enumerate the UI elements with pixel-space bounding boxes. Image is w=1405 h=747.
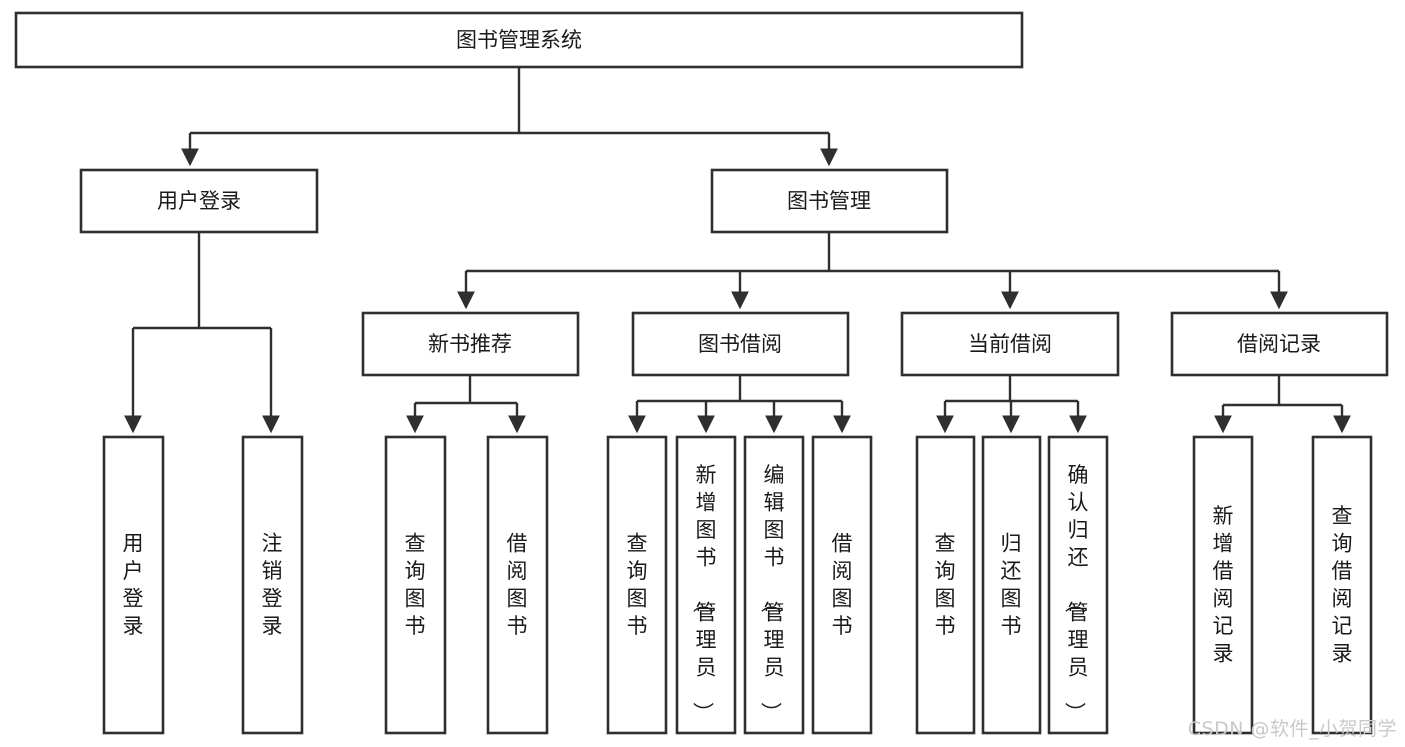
node-root-box[interactable]: [14, 11, 1024, 69]
node-current-borrow[interactable]: 当前借阅: [900, 311, 1120, 377]
leaf-user-login-1-label: 用户登录: [123, 532, 144, 639]
leaf-borrow-1-box[interactable]: [606, 435, 668, 735]
leaf-user-login-2-box[interactable]: [241, 435, 304, 735]
node-root-label: 图书管理系统: [456, 28, 582, 52]
leaf-current-3-label: 确认归还（管理员）: [1063, 463, 1089, 723]
leaf-new-book-1[interactable]: 查询图书: [384, 435, 447, 735]
node-book-management[interactable]: 图书管理: [710, 168, 949, 234]
leaf-user-login-1-box[interactable]: [102, 435, 165, 735]
node-book-borrow-box[interactable]: [631, 311, 850, 377]
node-new-book-recommend-box[interactable]: [361, 311, 580, 377]
leaf-new-book-1-label: 查询图书: [405, 532, 426, 639]
leaf-user-login-1[interactable]: 用户登录: [102, 435, 165, 735]
leaf-current-2-label: 归还图书: [1001, 532, 1022, 639]
node-current-borrow-box[interactable]: [900, 311, 1120, 377]
leaf-record-2-box[interactable]: [1311, 435, 1373, 735]
node-borrow-record-box[interactable]: [1170, 311, 1389, 377]
connector-layer: [124, 67, 1351, 434]
node-user-login-label: 用户登录: [157, 189, 241, 213]
node-new-book-recommend[interactable]: 新书推荐: [361, 311, 580, 377]
leaf-current-2[interactable]: 归还图书: [981, 435, 1042, 735]
node-current-borrow-label: 当前借阅: [968, 332, 1052, 356]
leaf-new-book-2[interactable]: 借阅图书: [486, 435, 549, 735]
leaf-borrow-3[interactable]: 编辑图书（管理员）: [743, 435, 805, 735]
node-book-management-label: 图书管理: [787, 189, 871, 213]
leaf-borrow-1[interactable]: 查询图书: [606, 435, 668, 735]
node-user-login[interactable]: 用户登录: [79, 168, 319, 234]
leaf-current-2-box[interactable]: [981, 435, 1042, 735]
leaf-record-1-label: 新增借阅记录: [1213, 504, 1234, 666]
leaf-borrow-3-box[interactable]: [743, 435, 805, 735]
leaf-borrow-3-label: 编辑图书（管理员）: [759, 463, 785, 723]
leaf-new-book-2-box[interactable]: [486, 435, 549, 735]
node-borrow-record-label: 借阅记录: [1237, 332, 1321, 356]
leaf-borrow-2-label: 新增图书（管理员）: [691, 463, 717, 723]
leaf-record-1[interactable]: 新增借阅记录: [1192, 435, 1254, 735]
node-root[interactable]: 图书管理系统: [14, 11, 1024, 69]
node-borrow-record[interactable]: 借阅记录: [1170, 311, 1389, 377]
leaf-current-1[interactable]: 查询图书: [915, 435, 976, 735]
leaf-user-login-2-label: 注销登录: [262, 532, 283, 639]
leaf-borrow-1-label: 查询图书: [627, 532, 648, 639]
leaf-borrow-4-label: 借阅图书: [832, 532, 853, 639]
leaf-borrow-4[interactable]: 借阅图书: [811, 435, 873, 735]
leaf-current-1-label: 查询图书: [935, 532, 956, 639]
node-book-management-box[interactable]: [710, 168, 949, 234]
leaf-user-login-2[interactable]: 注销登录: [241, 435, 304, 735]
leaf-borrow-2-box[interactable]: [675, 435, 737, 735]
node-user-login-box[interactable]: [79, 168, 319, 234]
leaf-borrow-2[interactable]: 新增图书（管理员）: [675, 435, 737, 735]
node-new-book-recommend-label: 新书推荐: [428, 332, 512, 356]
leaf-record-2-label: 查询借阅记录: [1332, 504, 1353, 666]
leaf-current-3-box[interactable]: [1047, 435, 1109, 735]
leaf-borrow-4-box[interactable]: [811, 435, 873, 735]
leaf-current-3[interactable]: 确认归还（管理员）: [1047, 435, 1109, 735]
leaf-record-1-box[interactable]: [1192, 435, 1254, 735]
node-book-borrow[interactable]: 图书借阅: [631, 311, 850, 377]
leaf-new-book-1-box[interactable]: [384, 435, 447, 735]
node-book-borrow-label: 图书借阅: [698, 332, 782, 356]
leaf-new-book-2-label: 借阅图书: [507, 532, 528, 639]
leaf-record-2[interactable]: 查询借阅记录: [1311, 435, 1373, 735]
leaf-current-1-box[interactable]: [915, 435, 976, 735]
